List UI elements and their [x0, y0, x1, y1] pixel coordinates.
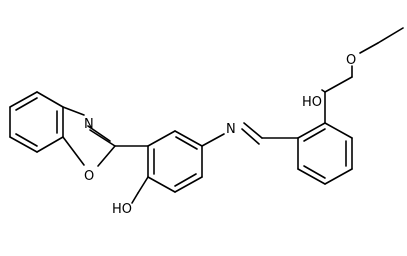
bond: [243, 122, 263, 139]
bond-double: [241, 128, 260, 145]
bond: [36, 91, 64, 108]
bond: [9, 136, 38, 153]
bonds: [9, 27, 404, 204]
bond: [62, 136, 85, 166]
bond: [201, 133, 225, 147]
bond: [324, 168, 353, 185]
bond: [137, 176, 149, 194]
atom-label-phenol-oh: HO: [112, 202, 132, 217]
bond: [297, 122, 326, 139]
bond: [324, 76, 353, 93]
bond-double: [15, 97, 38, 111]
bond: [147, 130, 176, 147]
bond-double: [303, 165, 326, 179]
bond: [324, 122, 353, 139]
bond: [359, 42, 379, 54]
bond: [97, 145, 116, 167]
bond: [174, 130, 203, 147]
bond: [147, 176, 176, 193]
bond: [9, 91, 38, 108]
bond-double: [174, 173, 197, 187]
bond: [89, 129, 116, 147]
bond: [36, 136, 64, 153]
atom-label-ethoxy-o: O: [346, 53, 356, 68]
bond: [174, 176, 203, 193]
bond: [131, 192, 139, 204]
bond: [297, 168, 326, 185]
atom-label-imine-n: N: [226, 122, 236, 137]
atom-label-benzoxazole-o: O: [84, 169, 94, 184]
bond-double: [175, 136, 198, 150]
atom-label-benzoxazole-n: N: [84, 117, 94, 132]
bond-double: [87, 125, 111, 142]
bond-double: [303, 128, 326, 142]
bond: [377, 27, 404, 44]
bond-double: [15, 133, 38, 147]
bond: [62, 106, 85, 116]
atom-label-salicyl-oh: HO: [302, 95, 322, 110]
